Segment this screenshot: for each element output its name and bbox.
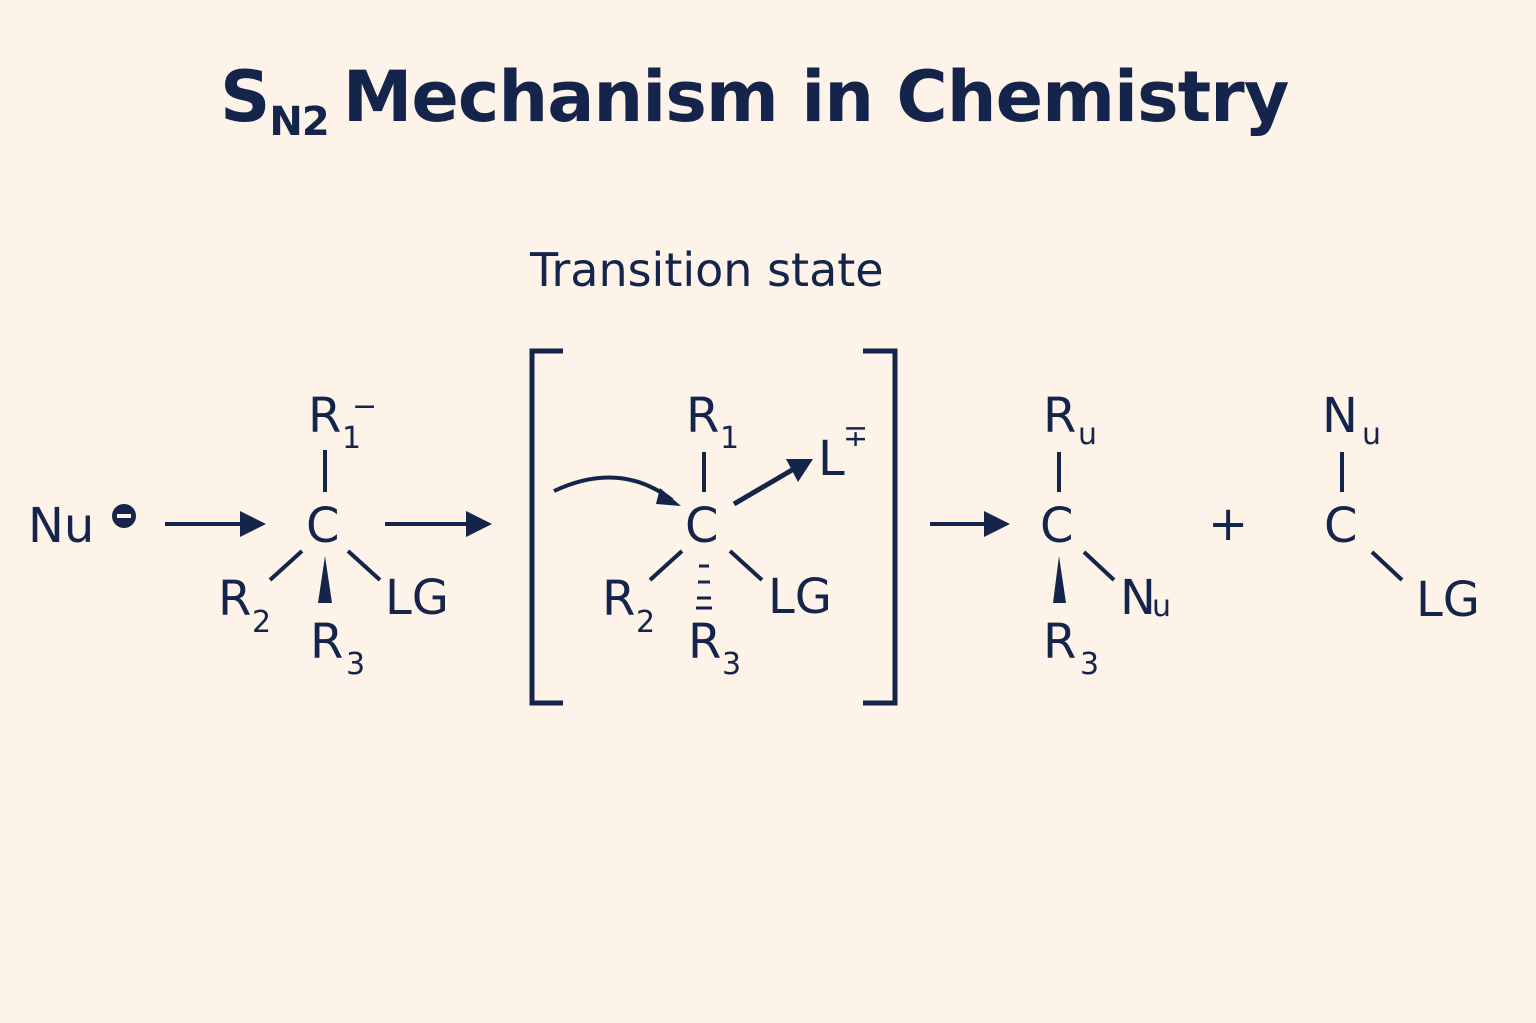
right-bracket [863,348,898,706]
reactant-leaving-group: LG [385,570,449,626]
product-2-molecule: N u C LG [1322,388,1480,628]
ts-carbon: C [685,498,719,554]
minus-sign-icon [117,514,131,518]
ts-bond-c-r2 [648,549,684,582]
reaction-arrow-1-head [240,511,266,537]
electron-push-arrow [553,475,674,502]
reactant-molecule: R 1 − C R 2 LG R 3 [218,388,449,682]
ts-r1-subscript: 1 [720,421,739,456]
product2-carbon: C [1324,498,1358,554]
product-1-molecule: R u C N u R 3 [1040,388,1171,682]
title-main: S [220,56,270,138]
title-subscript: N2 [269,99,329,145]
product1-right-subscript: u [1152,589,1171,624]
reactant-r1: R [308,388,341,444]
product1-top: R [1043,388,1076,444]
nucleophile-label: Nu [28,498,94,554]
product2-leaving-group: LG [1416,572,1480,628]
ts-r3: R [688,614,721,670]
bond-c-r2 [268,549,304,582]
reactant-r2-subscript: 2 [252,605,271,640]
reactant-r1-subscript: 1 [342,421,361,456]
ts-r1: R [686,388,719,444]
reaction-arrow-2-head [466,511,492,537]
plus-sign: + [1208,496,1248,552]
bond-c-lg [346,549,382,582]
reactant-r2: R [218,571,251,627]
wedge-bond-c-r3 [318,556,332,603]
product1-carbon: C [1040,498,1074,554]
ts-bond-leaving [732,467,794,507]
ts-leaving-top-charge: ∓ [843,419,868,454]
reactant-r3: R [310,614,343,670]
product1-right: N [1120,570,1156,626]
product2-top: N [1322,388,1358,444]
reactant-r1-charge: − [352,389,377,424]
electron-push-arrow-head [656,488,681,506]
product1-bond-right [1082,550,1116,582]
reactant-carbon: C [306,498,340,554]
ts-leaving-arrow-head [786,459,813,482]
reactant-r3-subscript: 3 [346,647,365,682]
product1-bottom-subscript: 3 [1080,647,1099,682]
ts-bond-c-lg [728,549,764,582]
left-bracket [529,348,563,706]
ts-r2: R [602,571,635,627]
product1-wedge-bond [1053,556,1066,603]
ts-r2-subscript: 2 [636,605,655,640]
product2-bond-lg [1370,550,1404,582]
ts-r3-subscript: 3 [722,647,741,682]
product2-top-subscript: u [1362,417,1381,452]
transition-state-label: Transition state [530,243,884,297]
transition-state-molecule: R 1 C L ∓ R 2 LG R 3 [553,388,868,682]
product1-top-subscript: u [1078,417,1097,452]
ts-leaving-top: L [818,431,845,487]
ts-leaving-group: LG [768,569,832,625]
product1-bottom: R [1043,614,1076,670]
title-rest: Mechanism in Chemistry [342,56,1290,138]
reaction-arrow-3-head [984,511,1010,537]
